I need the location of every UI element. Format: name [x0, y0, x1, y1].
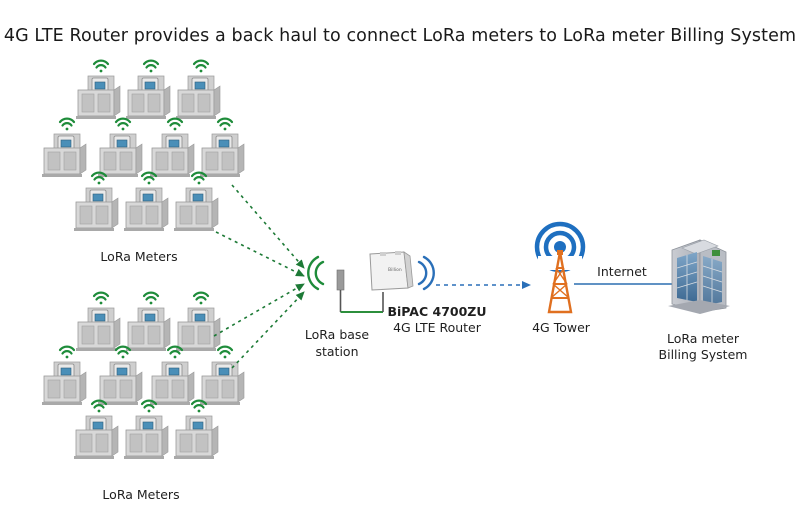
lora-meter-icon [122, 399, 170, 461]
router-type-label: 4G LTE Router [393, 320, 481, 335]
lora-meter-icon [72, 171, 120, 233]
lora-meter-icon [148, 117, 196, 179]
meter-group-bottom-label: LoRa Meters [102, 487, 180, 502]
router-brand-text: Billion [388, 267, 402, 273]
lora-meter-icon [124, 291, 172, 353]
meter-group-top-label: LoRa Meters [100, 249, 178, 264]
lora-meter-icon [148, 345, 196, 407]
meter-group-bottom [40, 291, 246, 461]
internet-label: Internet [597, 264, 647, 279]
lora-meter-icon [96, 345, 144, 407]
page-title: 4G LTE Router provides a back haul to co… [3, 26, 797, 46]
lora-meter-icon [40, 117, 88, 179]
lora-base-station [307, 255, 383, 313]
router-device [369, 251, 435, 312]
lora-meter-icon [124, 59, 172, 121]
lora-meter-icon [72, 399, 120, 461]
tower-label: 4G Tower [532, 320, 590, 335]
lora-meter-icon [174, 59, 222, 121]
lora-meter-icon [198, 117, 246, 179]
lora-meter-icon [174, 291, 222, 353]
building-icon [668, 239, 730, 314]
lora-meter-icon [172, 399, 220, 461]
lora-meter-icon [122, 171, 170, 233]
base-station-label-line2: station [315, 344, 359, 359]
lora-meter-icon [74, 59, 122, 121]
base-station-label-line1: LoRa base [304, 327, 370, 342]
lora-meter-icon [198, 345, 246, 407]
billing-label-line1: LoRa meter [666, 331, 740, 346]
lora-meter-icon [96, 117, 144, 179]
router-model-label: BiPAC 4700ZU [387, 304, 487, 319]
tower-icon [534, 221, 586, 314]
lora-meter-icon [74, 291, 122, 353]
meter-group-top [40, 59, 246, 233]
lora-meter-icon [172, 171, 220, 233]
meter-links [213, 184, 305, 369]
lora-meter-icon [40, 345, 88, 407]
billing-label-line2: Billing System [658, 347, 748, 362]
